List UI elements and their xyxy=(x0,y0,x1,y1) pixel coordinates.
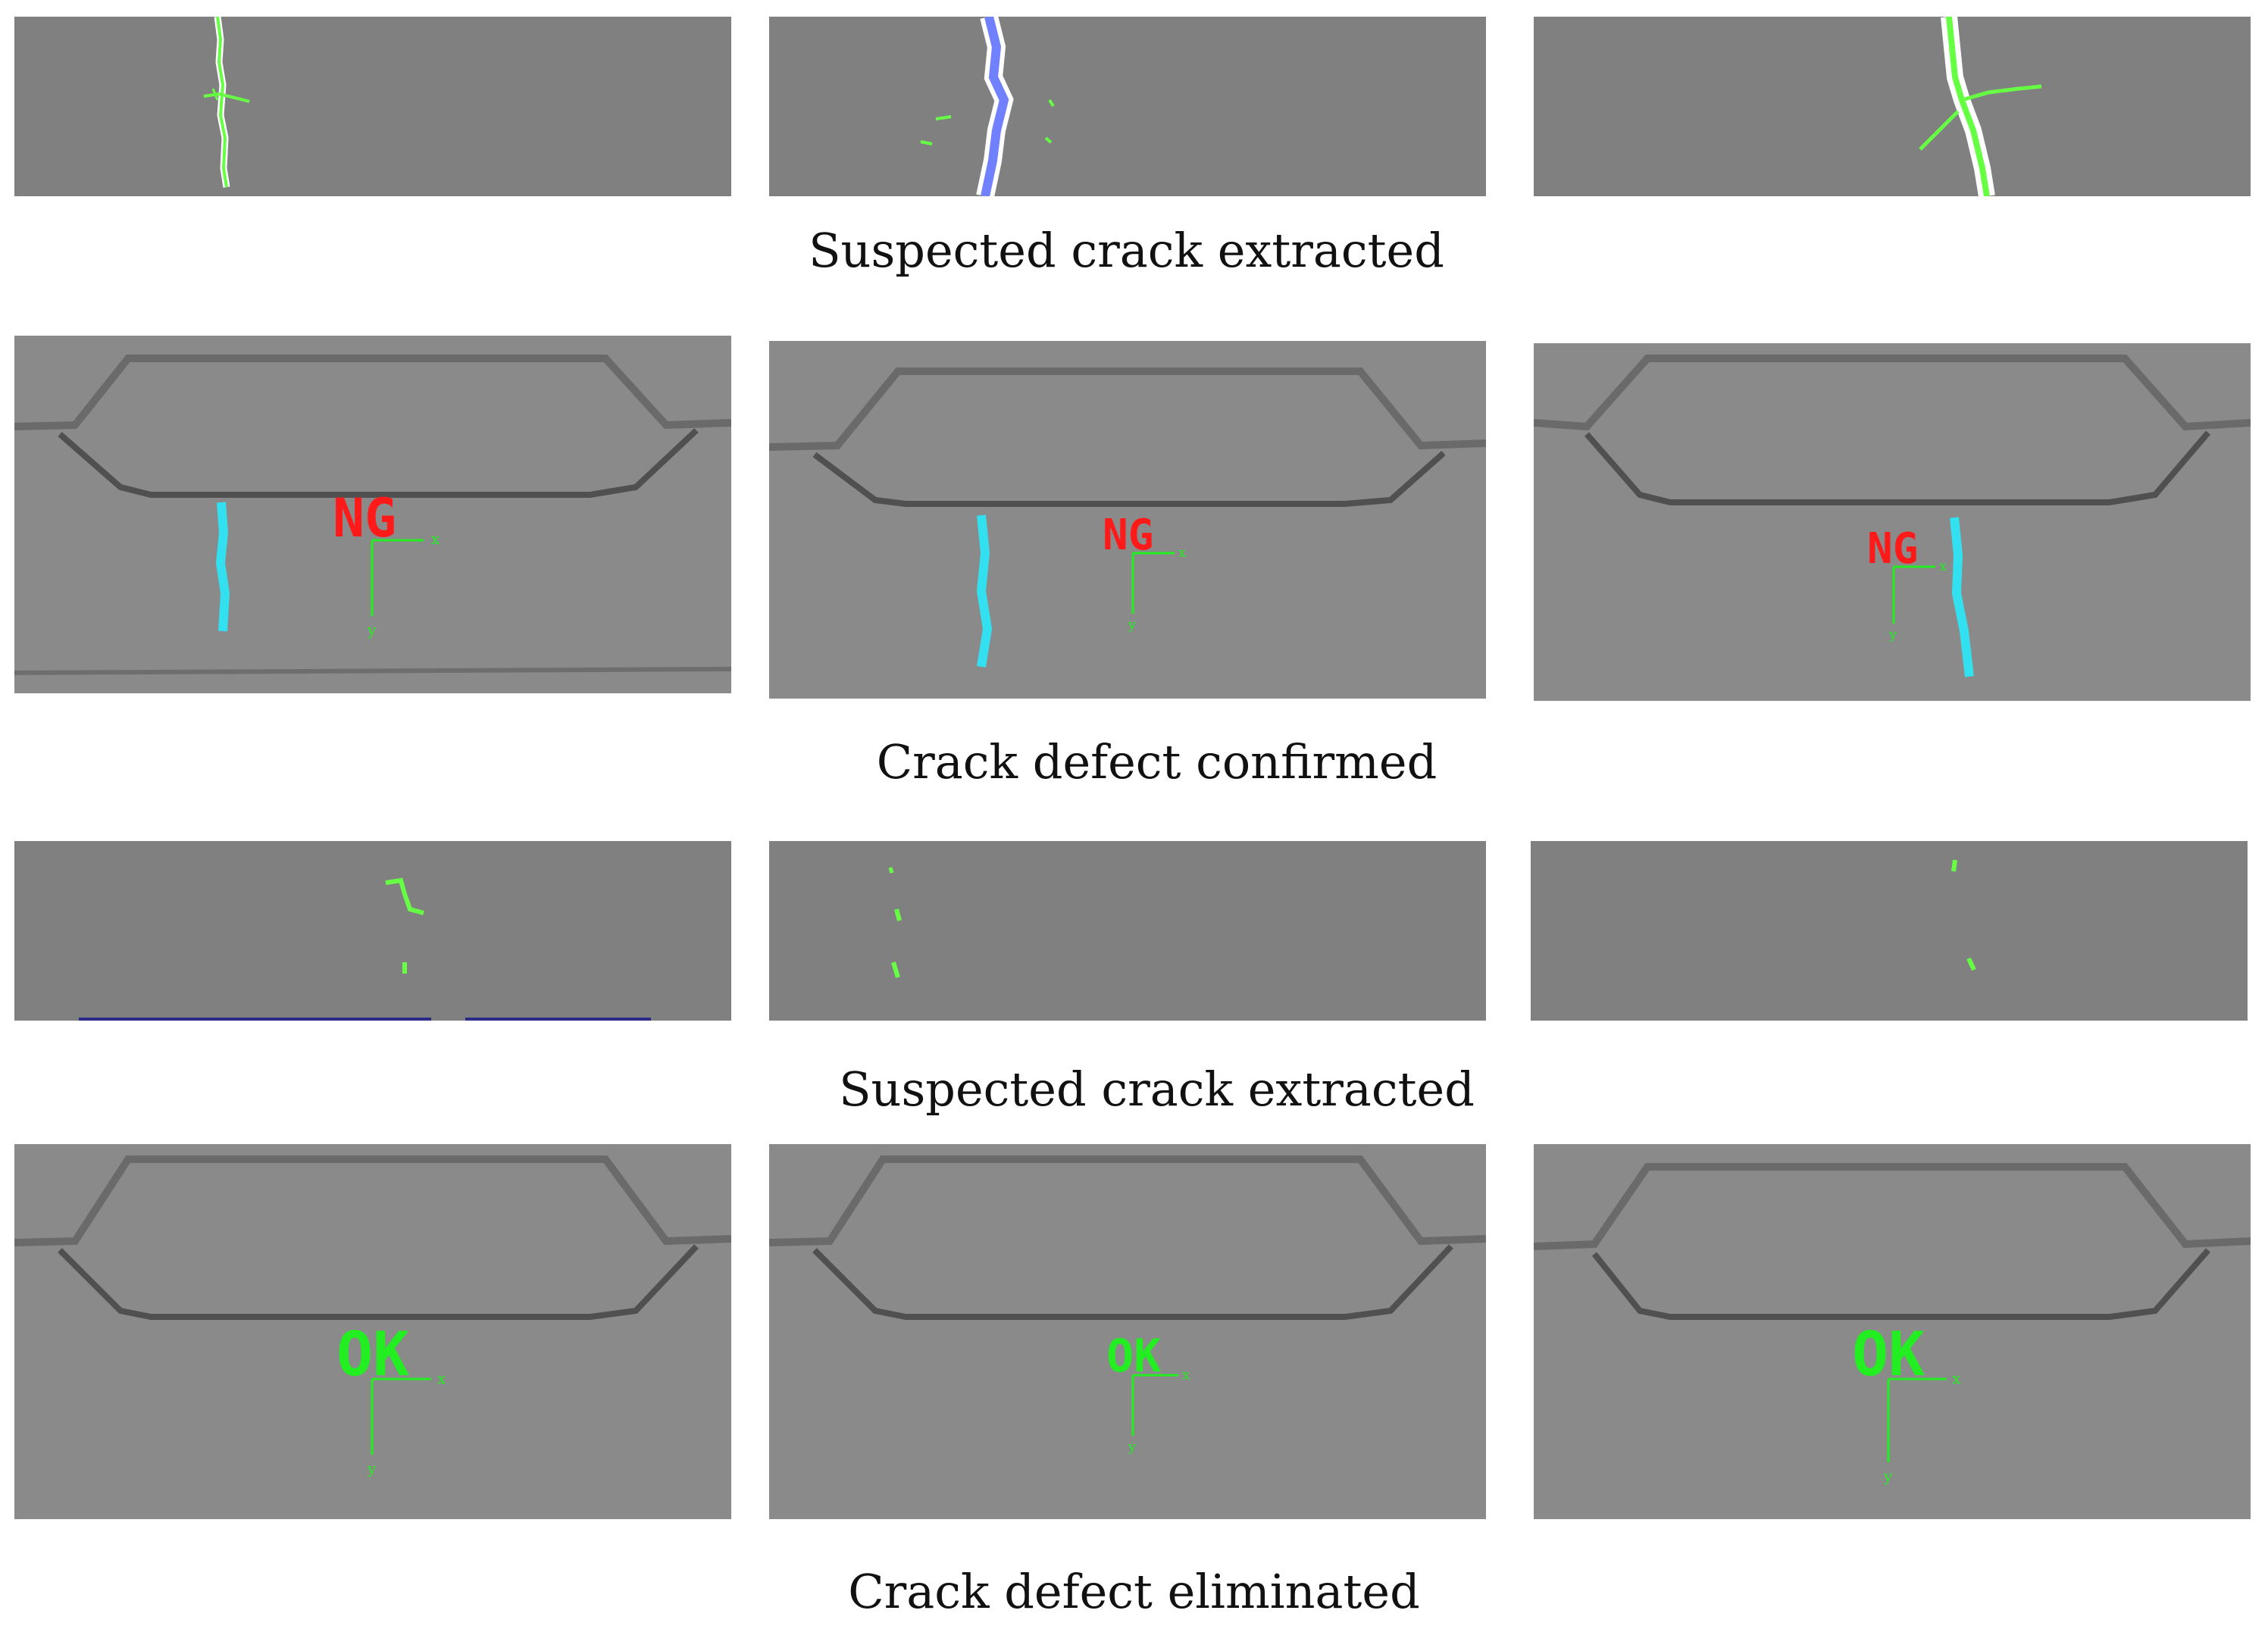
part-image-ng-1: NG x y xyxy=(14,336,731,693)
caption-row2: Crack defect confirmed xyxy=(876,734,1437,790)
row2-panel-3: NG x y xyxy=(1534,343,2251,701)
part-image-ng-2: NG x y xyxy=(769,341,1486,699)
axis-y-label: y xyxy=(1128,617,1137,633)
axis-y-label: y xyxy=(367,621,377,639)
row1-panel-3 xyxy=(1534,17,2251,196)
ng-mark: NG xyxy=(1103,511,1153,560)
row3-panel-2 xyxy=(769,841,1486,1021)
axis-x-label: x xyxy=(1178,545,1186,561)
caption-row4: Crack defect eliminated xyxy=(848,1564,1420,1619)
part-image-ok-2: OK x y xyxy=(769,1144,1486,1519)
ng-mark: NG xyxy=(333,487,396,549)
ng-mark: NG xyxy=(1867,524,1918,574)
row2-panel-2: NG x y xyxy=(769,341,1486,699)
axis-y-label: y xyxy=(367,1459,377,1477)
part-image-ok-3: OK x y xyxy=(1534,1144,2251,1519)
axis-x-label: x xyxy=(1952,1369,1961,1387)
crack-map-2 xyxy=(769,17,1486,196)
axis-x-label: x xyxy=(431,530,440,548)
row4-panel-1: OK x y xyxy=(14,1144,731,1519)
row1-panel-1 xyxy=(14,17,731,196)
axis-y-label: y xyxy=(1128,1439,1137,1455)
ok-mark: OK xyxy=(1106,1330,1161,1383)
crack-map-1 xyxy=(14,17,731,196)
row4-panel-3: OK x y xyxy=(1534,1144,2251,1519)
crack-map-5 xyxy=(769,841,1486,1021)
crack-map-6 xyxy=(1531,841,2248,1021)
caption-row1: Suspected crack extracted xyxy=(809,223,1444,278)
row3-panel-3 xyxy=(1531,841,2248,1021)
row1-panel-2 xyxy=(769,17,1486,196)
axis-x-label: x xyxy=(437,1369,446,1387)
axis-y-label: y xyxy=(1883,1467,1893,1485)
axis-x-label: x xyxy=(1939,558,1947,574)
row2-panel-1: NG x y xyxy=(14,336,731,693)
part-image-ng-3: NG x y xyxy=(1534,343,2251,701)
axis-y-label: y xyxy=(1888,627,1897,643)
row3-panel-1 xyxy=(14,841,731,1021)
row4-panel-2: OK x y xyxy=(769,1144,1486,1519)
part-image-ok-1: OK x y xyxy=(14,1144,731,1519)
crack-map-3 xyxy=(1534,17,2251,196)
caption-row3: Suspected crack extracted xyxy=(839,1062,1475,1117)
axis-x-label: x xyxy=(1182,1367,1190,1383)
crack-map-4 xyxy=(14,841,731,1021)
